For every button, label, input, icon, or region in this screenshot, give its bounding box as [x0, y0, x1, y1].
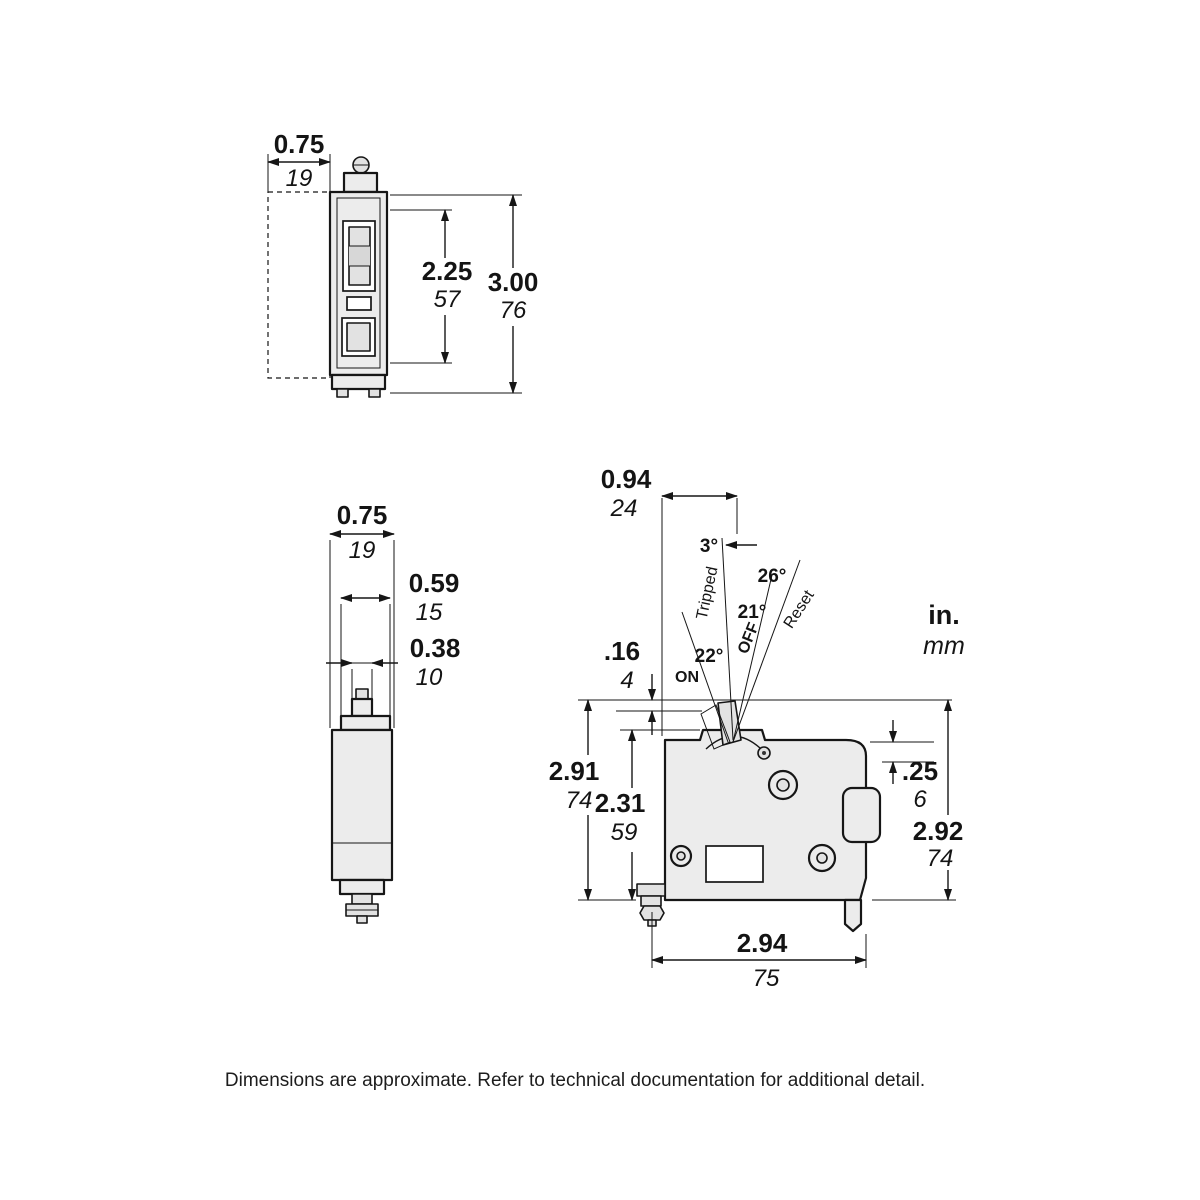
dim-front-width-mm: 19	[286, 165, 313, 192]
dim-side-tab-width-in: 0.38	[410, 633, 461, 663]
angle-tripped: 3°	[700, 536, 718, 557]
toggle-handle-alt	[700, 704, 731, 750]
dim-height-to-handle: 2.91 74	[549, 699, 636, 901]
dim-side-step-width: 0.59 15	[340, 568, 460, 716]
dim-side-tab-width-mm: 10	[416, 664, 443, 691]
dim-side-width-mm: 19	[349, 537, 376, 564]
dim-side-tab-width: 0.38 10	[326, 633, 460, 700]
dim-overall-length: 2.94 75	[651, 912, 867, 992]
angle-on: 22°	[695, 646, 724, 667]
dim-front-window-height-mm: 57	[434, 286, 462, 313]
caption: Dimensions are approximate. Refer to tec…	[225, 1070, 925, 1091]
units-millimeters: mm	[923, 632, 965, 660]
label-window	[705, 845, 764, 883]
dim-front-window-height-in: 2.25	[422, 256, 473, 286]
front-view: 0.75 19 2.25 57 3.00 76	[267, 129, 539, 398]
label-on: ON	[675, 669, 699, 686]
dim-front-window-height: 2.25 57	[390, 209, 473, 364]
breaker-front-body	[328, 156, 389, 398]
dim-front-width-in: 0.75	[274, 129, 325, 159]
dim-handle-center-offset-in: 0.94	[601, 464, 652, 494]
front-view-dashed-outline	[267, 191, 331, 379]
dim-body-height-in: 2.31	[595, 788, 646, 818]
label-reset: Reset	[781, 587, 818, 632]
dim-body-height: 2.31 59	[595, 729, 700, 901]
line-terminal	[636, 883, 666, 927]
label-tripped: Tripped	[694, 565, 722, 621]
profile-view: 3° 26° 21° 22° Tripped Reset OFF ON 0.94…	[549, 464, 965, 992]
dim-height-to-handle-mm: 74	[566, 787, 593, 814]
dim-front-overall-height: 3.00 76	[390, 194, 539, 394]
dim-handle-tip-height: .16 4	[604, 636, 656, 735]
dim-height-to-handle-in: 2.91	[549, 756, 600, 786]
plug-on-jaw	[843, 898, 863, 933]
dim-side-width-in: 0.75	[337, 500, 388, 530]
dim-front-overall-height-in: 3.00	[488, 267, 539, 297]
label-off: OFF	[735, 620, 763, 656]
dim-lip-depth-in: .25	[902, 756, 938, 786]
dim-body-height-mm: 59	[611, 819, 638, 846]
dim-side-step-width-in: 0.59	[409, 568, 460, 598]
dim-side-width: 0.75 19	[329, 500, 395, 728]
dim-handle-center-offset: 0.94 24	[601, 464, 738, 736]
angle-off: 21°	[738, 602, 767, 623]
label-slot	[346, 296, 372, 311]
breaker-side-body	[330, 688, 394, 924]
breaker-profile-body	[636, 700, 882, 933]
dim-lip-depth-mm: 6	[913, 786, 927, 813]
dim-lip-depth: .25 6	[870, 720, 938, 813]
units-legend: in. mm	[923, 600, 965, 660]
dim-overall-height: 2.92 74	[872, 699, 964, 901]
dim-handle-tip-height-mm: 4	[620, 667, 633, 694]
side-view: 0.75 19 0.59 15 0.38 10	[326, 500, 460, 924]
units-inches: in.	[928, 600, 960, 630]
dim-overall-length-in: 2.94	[737, 928, 788, 958]
dim-handle-center-offset-mm: 24	[610, 495, 638, 522]
dim-front-width: 0.75 19	[267, 129, 331, 192]
jaw-cover	[841, 786, 882, 844]
dim-overall-height-mm: 74	[927, 845, 954, 872]
dim-handle-tip-height-in: .16	[604, 636, 640, 666]
dim-side-step-width-mm: 15	[416, 599, 443, 626]
dim-overall-length-mm: 75	[753, 965, 780, 992]
dim-front-overall-height-mm: 76	[500, 297, 527, 324]
dim-overall-height-in: 2.92	[913, 816, 964, 846]
angle-reset: 26°	[758, 566, 787, 587]
